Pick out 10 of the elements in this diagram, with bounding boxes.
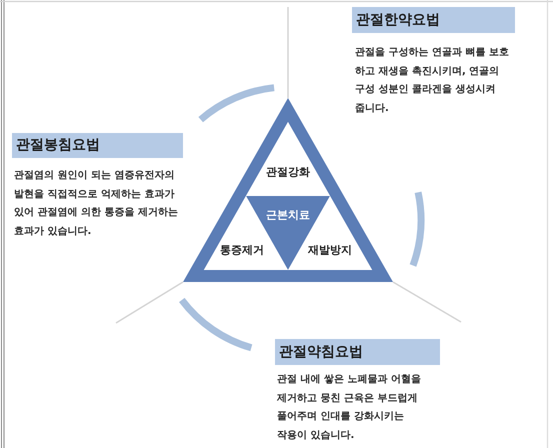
section-heading: 관절봉침요법 <box>12 133 183 158</box>
section-heading: 관절약침요법 <box>275 339 440 365</box>
description-text: 관절을 구성하는 연골과 뼈를 보호 하고 재생을 촉진시키며, 연골의 구성 성분인 콜라겐을 생성시켜 줍니다. <box>355 46 510 116</box>
description-text: 관절염의 원인이 되는 염증유전자의 발현을 직접적으로 억제하는 효과가 있어 관절염에 의한 통증을 제거하는 효과가 있습니다. <box>14 169 179 238</box>
triangle-label: 재발방지 <box>308 242 352 258</box>
triangle-label: 근본치료 <box>266 208 310 222</box>
triangle-label: 통증제거 <box>220 242 264 258</box>
description-text: 관절 내에 쌓은 노폐물과 어혈을 제거하고 뭉친 근육은 부드럽게 풀어주며 인대를 강화시키는 작용이 있습니다. <box>277 373 422 442</box>
triangle-label: 관절강화 <box>266 164 310 180</box>
section-heading: 관절한약요법 <box>352 7 515 33</box>
